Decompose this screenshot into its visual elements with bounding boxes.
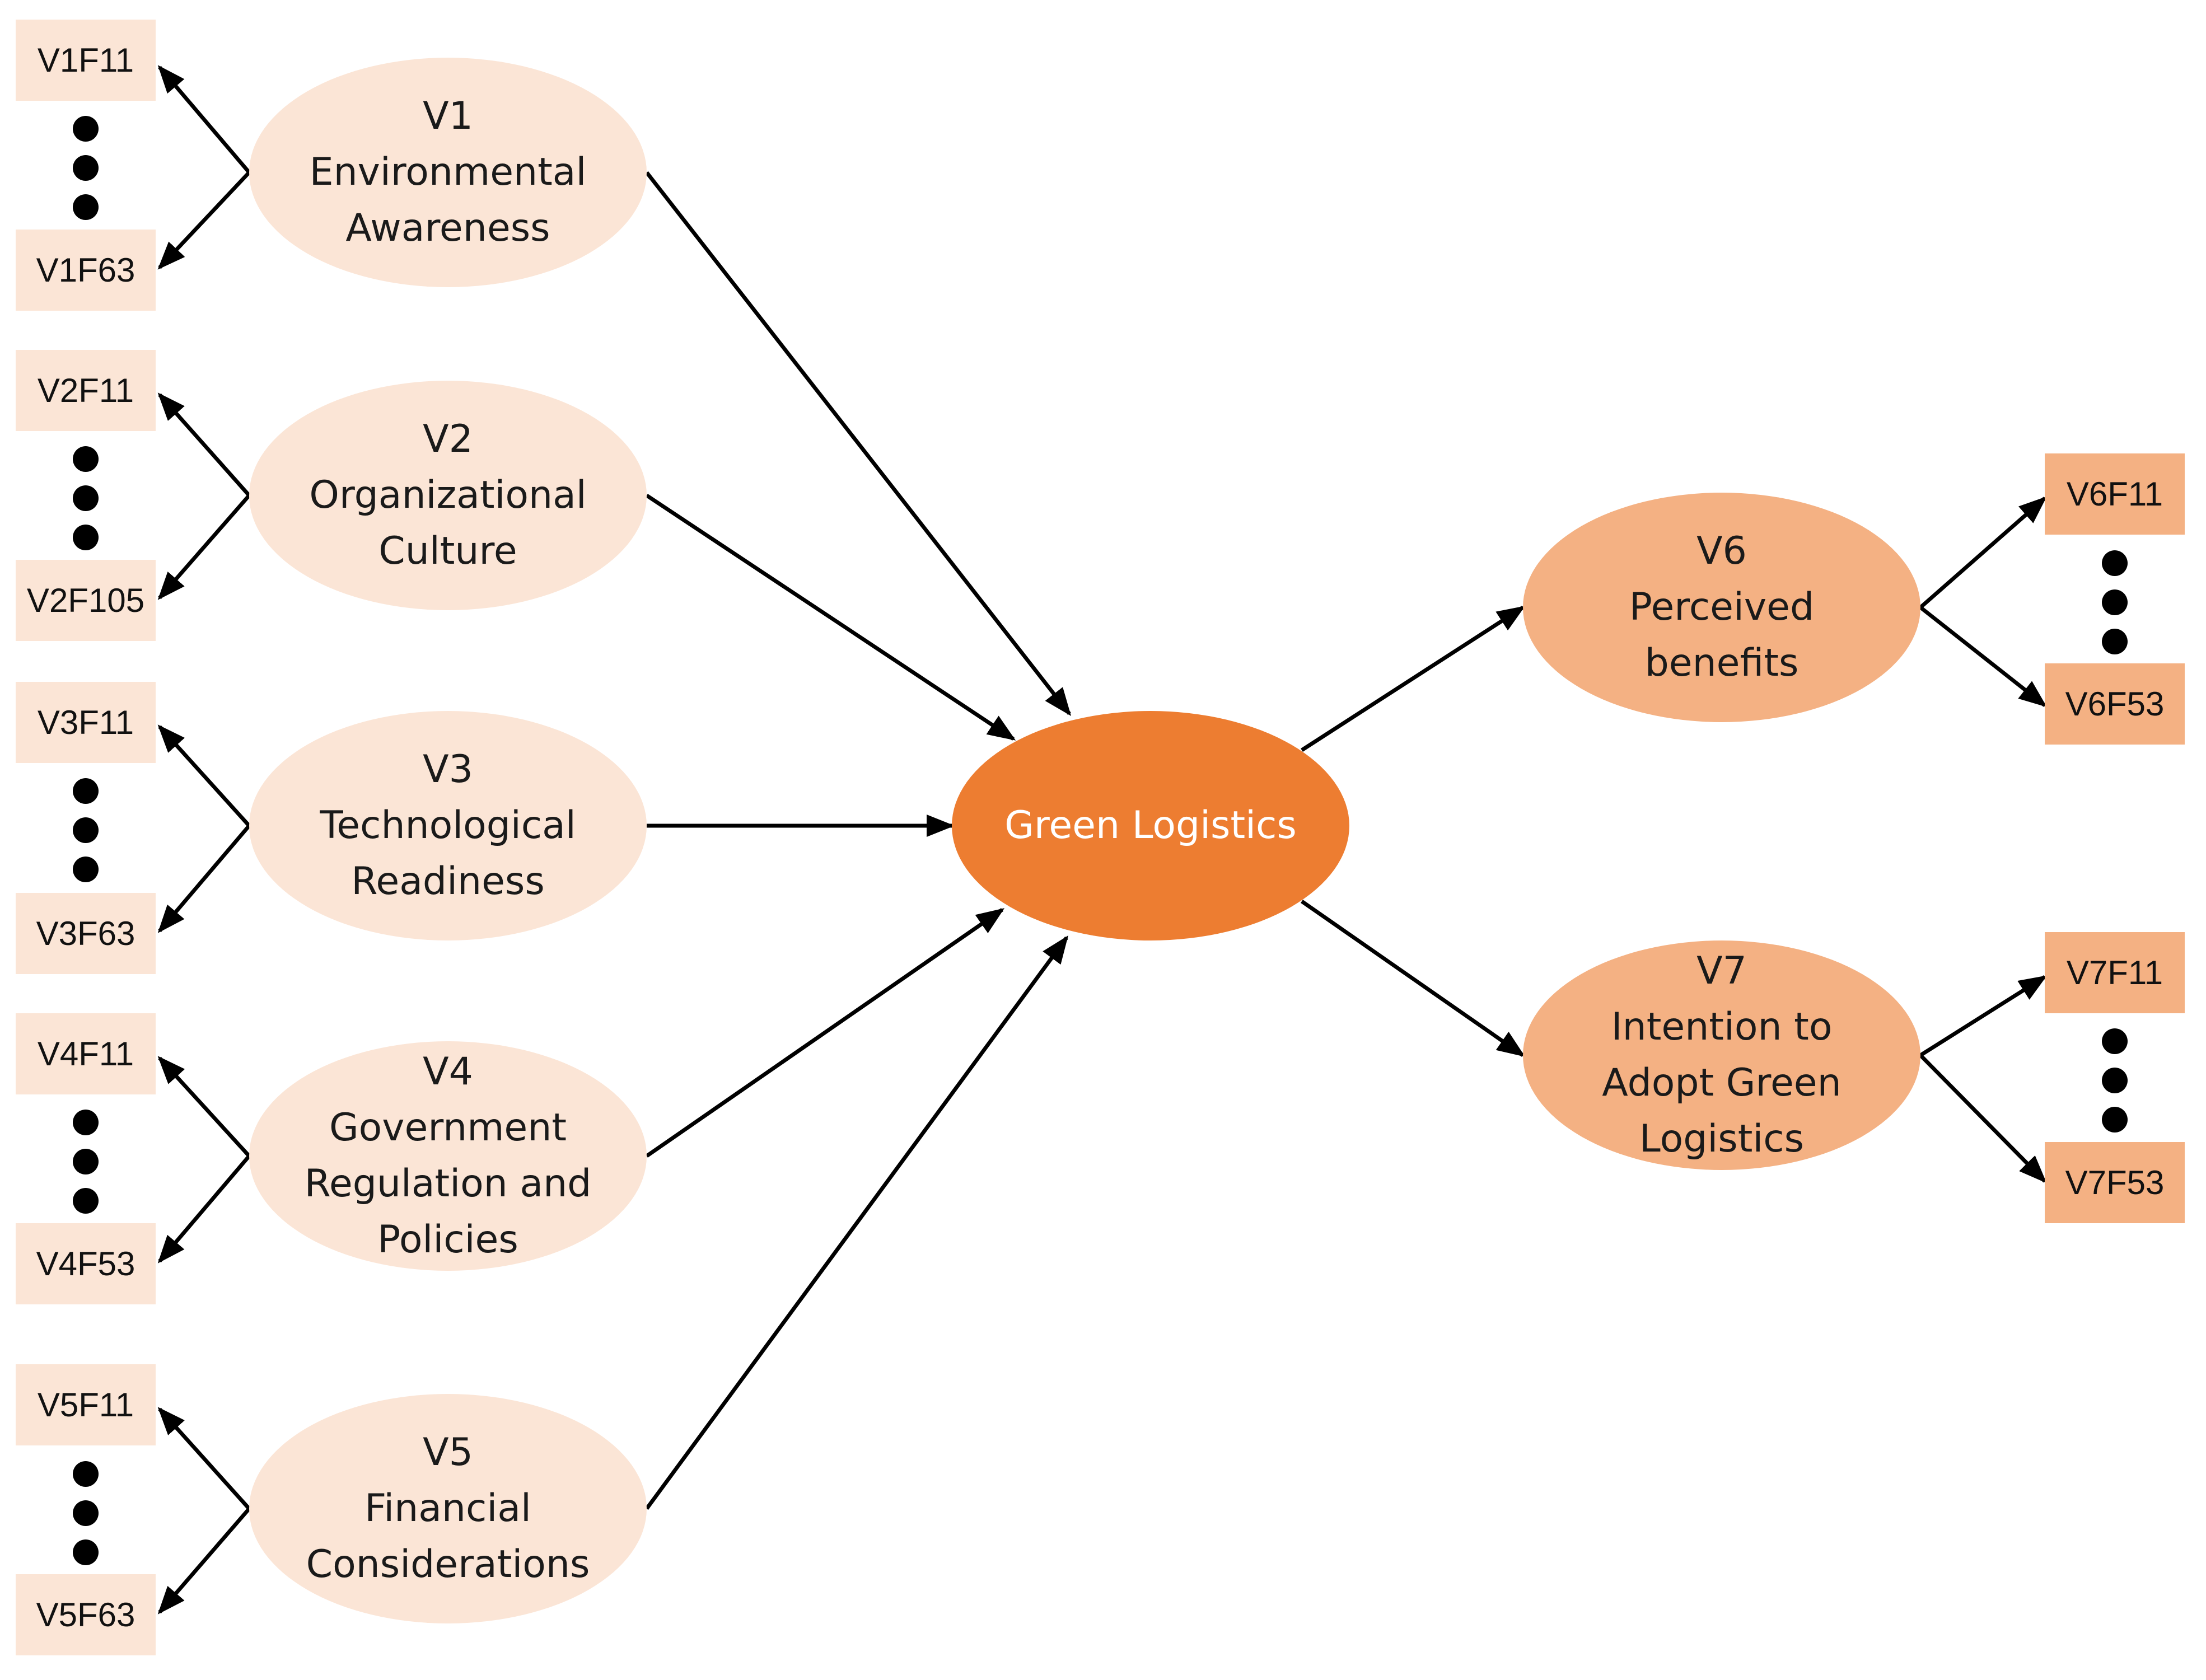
ellipsis-dot-v3-3 [73, 857, 99, 882]
construct-v5-ellipse: V5 Financial Considerations [249, 1394, 647, 1623]
arrow-v4-to-first [157, 1056, 251, 1158]
indicator-v3-first: V3F11 [16, 682, 156, 763]
arrow-center-to-v7 [1301, 900, 1526, 1057]
ellipsis-dot-v2-2 [73, 485, 99, 511]
indicator-v1-first: V1F11 [16, 20, 156, 101]
construct-v5-line-1: V5 [423, 1430, 473, 1475]
construct-v2-line-1: V2 [423, 417, 473, 461]
ellipsis-dot-v5-3 [73, 1539, 99, 1565]
arrow-v3-to-first [157, 724, 251, 827]
ellipsis-dot-v5-1 [73, 1461, 99, 1487]
construct-v3-line-3: Readiness [351, 859, 545, 904]
construct-v6-ellipse: V6 Perceived benefits [1523, 493, 1920, 722]
indicator-v4-last: V4F53 [16, 1223, 156, 1304]
indicator-v4-first: V4F11 [16, 1013, 156, 1094]
arrow-v2-to-last [157, 494, 251, 600]
green-logistics-ellipse: Green Logistics [952, 711, 1349, 940]
arrow-v6-to-last [1919, 606, 2047, 708]
ellipsis-dot-v5-2 [73, 1500, 99, 1526]
arrow-v2-to-first [157, 392, 251, 497]
construct-v4-ellipse: V4 Government Regulation and Policies [249, 1041, 647, 1271]
construct-v1-line-3: Awareness [345, 206, 550, 250]
arrow-v3-to-last [157, 824, 251, 933]
construct-v2-line-2: Organizational [309, 473, 587, 517]
indicator-v3-last: V3F63 [16, 893, 156, 974]
ellipsis-dot-v3-2 [73, 817, 99, 843]
indicator-v7-last: V7F53 [2045, 1142, 2185, 1223]
arrow-v5-to-center [645, 935, 1068, 1510]
arrow-v2-to-center [646, 494, 1016, 741]
arrow-center-to-v6 [1301, 606, 1526, 752]
ellipsis-dot-v1-3 [73, 194, 99, 220]
arrow-v7-to-last [1919, 1054, 2047, 1183]
construct-v7-line-2: Intention to [1611, 1005, 1833, 1049]
construct-v1-line-2: Environmental [309, 150, 587, 194]
arrow-v6-to-first [1919, 496, 2047, 609]
construct-v7-line-1: V7 [1696, 949, 1747, 993]
construct-v6-line-2: Perceived [1629, 585, 1815, 629]
indicator-v5-last: V5F63 [16, 1574, 156, 1655]
construct-v2-line-3: Culture [378, 529, 517, 573]
indicator-v5-first: V5F11 [16, 1364, 156, 1445]
ellipsis-dot-v4-2 [73, 1149, 99, 1174]
ellipsis-dot-v6-3 [2102, 629, 2128, 654]
ellipsis-dot-v4-1 [73, 1110, 99, 1135]
ellipsis-dot-v6-1 [2102, 550, 2128, 576]
indicator-v7-first: V7F11 [2045, 932, 2185, 1013]
indicator-v1-last: V1F63 [16, 230, 156, 311]
arrow-v4-to-last [157, 1154, 251, 1263]
ellipsis-dot-v6-2 [2102, 589, 2128, 615]
indicator-v6-first: V6F11 [2045, 453, 2185, 535]
arrow-v1-to-first [157, 65, 251, 174]
construct-v3-line-2: Technological [320, 803, 576, 848]
construct-v7-ellipse: V7 Intention to Adopt Green Logistics [1523, 940, 1920, 1170]
construct-v4-line-3: Regulation and [304, 1162, 592, 1206]
construct-v5-line-3: Considerations [306, 1542, 590, 1587]
construct-v3-line-1: V3 [423, 747, 473, 792]
indicator-v6-last: V6F53 [2045, 663, 2185, 745]
construct-v6-line-3: benefits [1644, 641, 1799, 685]
construct-v4-line-2: Government [329, 1106, 567, 1150]
arrow-v5-to-first [157, 1407, 251, 1510]
construct-v1-line-1: V1 [423, 94, 473, 138]
construct-v6-line-1: V6 [1696, 529, 1747, 573]
arrow-v1-to-center [645, 171, 1072, 716]
ellipsis-dot-v1-1 [73, 116, 99, 142]
ellipsis-dot-v2-1 [73, 446, 99, 472]
construct-v4-line-4: Policies [377, 1218, 518, 1262]
indicator-v2-last: V2F105 [16, 560, 156, 641]
construct-v7-line-4: Logistics [1639, 1117, 1805, 1161]
construct-v3-ellipse: V3 Technological Readiness [249, 711, 647, 940]
ellipsis-dot-v3-1 [73, 778, 99, 804]
construct-v5-line-2: Financial [364, 1486, 531, 1531]
construct-v4-line-1: V4 [423, 1050, 473, 1094]
construct-v2-ellipse: V2 Organizational Culture [249, 381, 647, 610]
green-logistics-label: Green Logistics [1004, 803, 1297, 848]
arrow-v7-to-first [1919, 975, 2048, 1057]
arrow-v1-to-last [157, 171, 251, 270]
indicator-v2-first: V2F11 [16, 350, 156, 431]
construct-v7-line-3: Adopt Green [1602, 1061, 1842, 1105]
arrow-v4-to-center [646, 908, 1005, 1158]
arrow-v5-to-last [157, 1507, 251, 1615]
ellipsis-dot-v7-3 [2102, 1107, 2128, 1133]
ellipsis-dot-v2-3 [73, 525, 99, 550]
construct-v1-ellipse: V1 Environmental Awareness [249, 58, 647, 287]
ellipsis-dot-v7-1 [2102, 1028, 2128, 1054]
ellipsis-dot-v4-3 [73, 1188, 99, 1214]
ellipsis-dot-v7-2 [2102, 1068, 2128, 1093]
ellipsis-dot-v1-2 [73, 155, 99, 181]
